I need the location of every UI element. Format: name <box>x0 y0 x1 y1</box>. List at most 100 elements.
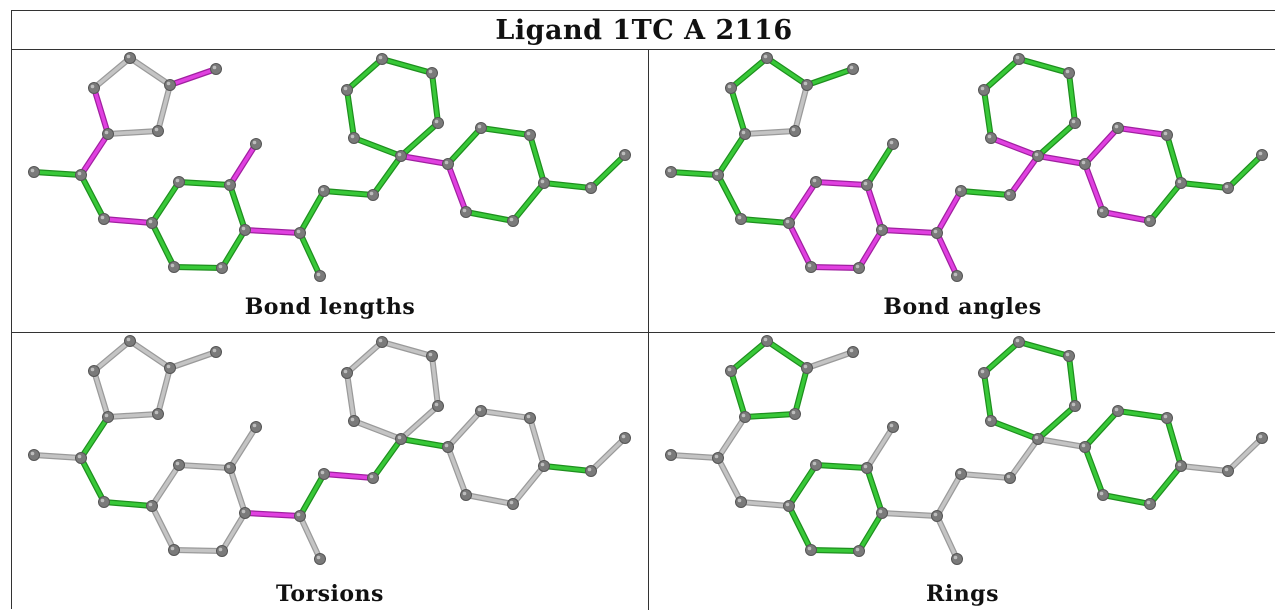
figure-title: Ligand 1TC A 2116 <box>12 11 1275 50</box>
atom-highlight-rings-r1 <box>980 369 985 374</box>
atom-torsions-c2 <box>367 472 379 484</box>
bond-fill-bond-lengths-28 <box>399 154 450 166</box>
atom-highlight-rings-b0 <box>785 502 790 507</box>
atom-highlight-rings-a6 <box>741 413 746 418</box>
atom-highlight-torsions-a5 <box>154 410 159 415</box>
bond-fill-torsions-18 <box>298 514 322 561</box>
bond-fill-torsions-8 <box>168 350 218 370</box>
atom-bond-angles-r5 <box>985 132 997 144</box>
atom-highlight-torsions-t2 <box>621 434 626 439</box>
atom-rings-b4 <box>853 545 865 557</box>
bond-fill-rings-25 <box>982 340 1021 375</box>
bond-fill-bond-angles-9 <box>739 217 791 225</box>
bond-fill-torsions-21 <box>371 437 403 480</box>
atom-highlight-bond-lengths-b5 <box>170 263 175 268</box>
bond-fill-torsions-19 <box>298 472 326 518</box>
bond-fill-bond-lengths-12 <box>228 183 247 232</box>
atom-rings-r3 <box>1063 350 1075 362</box>
atom-torsions-s2 <box>475 405 487 417</box>
atom-highlight-bond-lengths-s5 <box>509 217 514 222</box>
atom-highlight-bond-lengths-c1 <box>320 187 325 192</box>
atom-bond-lengths-a7 <box>210 63 222 75</box>
bond-fill-torsions-15 <box>150 504 176 552</box>
atom-bond-lengths-b4 <box>216 262 228 274</box>
atom-highlight-bond-lengths-a8 <box>100 215 105 220</box>
atom-bond-angles-s1 <box>1079 158 1091 170</box>
bond-fill-torsions-5 <box>128 339 172 370</box>
atom-highlight-rings-s6 <box>1099 491 1104 496</box>
molecule-rings <box>665 335 1268 565</box>
atom-highlight-bond-angles-a7 <box>849 65 854 70</box>
bond-fill-torsions-16 <box>228 425 258 470</box>
atom-torsions-a0 <box>28 449 40 461</box>
atom-rings-b1 <box>810 459 822 471</box>
bond-fill-bond-angles-24 <box>1017 57 1071 75</box>
atom-highlight-bond-angles-r5 <box>987 134 992 139</box>
atom-highlight-torsions-c1 <box>320 470 325 475</box>
bond-fill-rings-20 <box>959 472 1012 480</box>
bond-fill-rings-8 <box>805 350 855 370</box>
atom-bond-angles-b1 <box>810 176 822 188</box>
atom-bond-angles-s2 <box>1112 122 1124 134</box>
bond-fill-rings-7 <box>743 412 797 419</box>
bond-fill-torsions-20 <box>322 472 375 480</box>
bond-fill-bond-angles-22 <box>1036 121 1077 158</box>
atom-bond-angles-cm <box>951 270 963 282</box>
bond-fill-bond-angles-30 <box>1116 126 1169 137</box>
bond-fill-rings-36 <box>1226 436 1264 473</box>
atom-torsions-a4 <box>164 362 176 374</box>
atom-highlight-rings-bm <box>889 423 894 428</box>
bond-fill-torsions-3 <box>92 369 110 419</box>
bond-fill-bond-angles-10 <box>787 180 818 225</box>
bond-fill-bond-angles-3 <box>729 86 747 136</box>
bond-fill-bond-angles-19 <box>935 189 963 235</box>
panel-rings: Rings <box>649 333 1275 610</box>
bond-fill-bond-angles-7 <box>743 129 797 136</box>
bond-fill-torsions-34 <box>446 445 468 497</box>
bond-fill-rings-31 <box>1165 416 1183 468</box>
atom-bond-angles-r4 <box>1069 117 1081 129</box>
atom-bond-lengths-b3 <box>239 224 251 236</box>
atom-highlight-bond-lengths-c2 <box>369 191 374 196</box>
atom-highlight-rings-b4 <box>855 547 860 552</box>
atom-highlight-bond-lengths-r2 <box>378 55 383 60</box>
atom-highlight-rings-r3 <box>1065 352 1070 357</box>
atom-torsions-cm <box>314 553 326 565</box>
atom-torsions-a8 <box>98 496 110 508</box>
atom-bond-lengths-a2 <box>88 82 100 94</box>
bond-fill-rings-6 <box>793 366 809 416</box>
bond-fill-bond-angles-35 <box>1179 181 1230 190</box>
bond-fill-torsions-2 <box>79 456 106 504</box>
bond-fill-torsions-11 <box>177 463 232 470</box>
atom-highlight-bond-lengths-cm <box>316 272 321 277</box>
bond-fill-torsions-6 <box>156 366 172 416</box>
bond-fill-bond-angles-29 <box>1083 126 1120 166</box>
atom-bond-lengths-c0 <box>294 227 306 239</box>
bond-fill-rings-0 <box>669 453 720 460</box>
atom-torsions-a1 <box>75 452 87 464</box>
atom-highlight-bond-lengths-a4 <box>166 81 171 86</box>
bond-fill-bond-lengths-35 <box>542 181 593 190</box>
atom-highlight-torsions-s1 <box>444 443 449 448</box>
bond-fill-bond-lengths-18 <box>298 231 322 278</box>
bond-fill-bond-lengths-16 <box>228 142 258 187</box>
atom-highlight-rings-a3 <box>763 337 768 342</box>
atom-highlight-bond-lengths-b3 <box>241 226 246 231</box>
atom-rings-b2 <box>861 462 873 474</box>
bond-fill-torsions-10 <box>150 463 181 508</box>
atom-bond-angles-r1 <box>978 84 990 96</box>
atom-highlight-bond-angles-b4 <box>855 264 860 269</box>
bond-fill-bond-angles-16 <box>865 142 895 187</box>
bond-fill-rings-5 <box>765 339 809 370</box>
atom-torsions-a2 <box>88 365 100 377</box>
bond-fill-rings-32 <box>1148 464 1183 506</box>
atom-highlight-torsions-a0 <box>30 451 35 456</box>
atom-highlight-bond-angles-bm <box>889 140 894 145</box>
atom-highlight-bond-lengths-a1 <box>77 171 82 176</box>
bond-fill-rings-33 <box>1101 493 1152 506</box>
atom-rings-r5 <box>985 415 997 427</box>
bond-fill-bond-lengths-9 <box>102 217 154 225</box>
atom-highlight-torsions-s3 <box>526 414 531 419</box>
bond-fill-bond-angles-11 <box>814 180 869 187</box>
bond-fill-rings-19 <box>935 472 963 518</box>
